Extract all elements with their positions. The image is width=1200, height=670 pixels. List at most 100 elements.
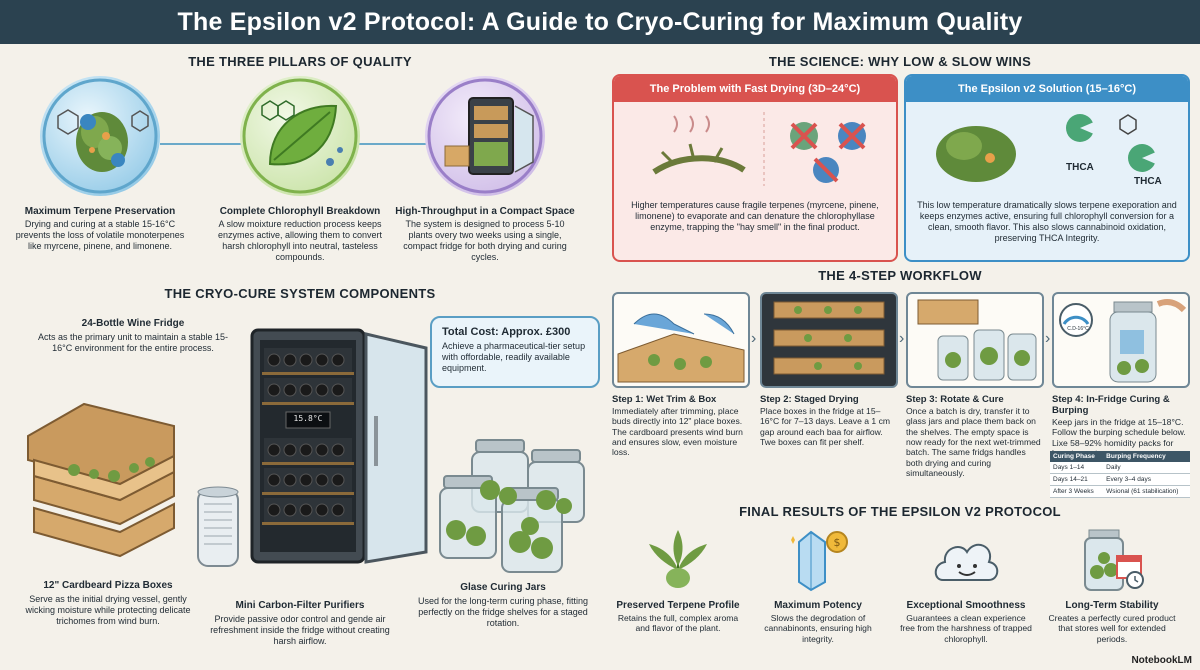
- table-cell: Days 14–21: [1050, 473, 1104, 486]
- solution-panel: The Epsilon v2 Solution (15–16°C) THCA T…: [904, 74, 1190, 262]
- workflow-step-4: C.D-16°C Step 4: In-Fridge Curing & Burp…: [1052, 292, 1190, 458]
- crystal-coin-icon: $: [783, 526, 853, 594]
- table-header: Burping Frequency: [1103, 451, 1190, 462]
- step-title: Step 3: Rotate & Cure: [906, 394, 1004, 405]
- fridge-title: 24-Bottle Wine Fridge: [81, 318, 185, 329]
- pizza-boxes-illustration: [24, 396, 184, 576]
- step-text: Once a batch is dry, transfer it to glas…: [906, 406, 1041, 478]
- table-cell: Wsional (61 stabilication): [1103, 485, 1190, 498]
- problem-illustration: [652, 112, 866, 186]
- step-title: Step 4: In-Fridge Curing & Burping: [1052, 394, 1170, 416]
- table-header-row: Curing Phase Burping Frequency: [1050, 451, 1190, 462]
- pillar-title: Complete Chlorophyll Breakdown: [219, 206, 381, 217]
- problem-title: The Problem with Fast Drying (3D–24°C): [649, 83, 861, 95]
- thca-label-2: THCA: [1134, 176, 1162, 187]
- fridge-card: 24-Bottle Wine Fridge Acts as the primar…: [28, 318, 238, 354]
- step-title: Step 2: Staged Drying: [760, 394, 859, 405]
- cannabis-leaf-icon: [643, 526, 713, 594]
- result-text: Creates a perfectly cured product that s…: [1048, 613, 1176, 644]
- pillar-terpene: Maximum Terpene Preservation Drying and …: [10, 76, 190, 252]
- step-3-image: [906, 292, 1044, 388]
- step-4-image: C.D-16°C: [1052, 292, 1190, 388]
- step-1-image: [612, 292, 750, 388]
- pillars-heading: THE THREE PILLARS OF QUALITY: [188, 54, 412, 69]
- pillar-text: Drying and curing at a stable 15-16°C pr…: [15, 219, 185, 251]
- pillar-title: High-Throughput in a Compact Space: [395, 206, 575, 217]
- purifier-title: Mini Carbon-Filter Purifiers: [235, 600, 365, 611]
- result-stability: Long-Term Stability Creates a perfectly …: [1046, 526, 1178, 644]
- cost-box: Total Cost: Approx. £300 Achieve a pharm…: [430, 316, 600, 388]
- pillar-throughput: High-Throughput in a Compact Space The s…: [395, 76, 575, 263]
- step-text: Immediately after trimming, place buds d…: [612, 406, 743, 458]
- leaf-molecule-icon: [240, 76, 360, 196]
- workflow-step-2: Step 2: Staged Drying Place boxes in the…: [760, 292, 898, 447]
- result-title: Exceptional Smoothness: [906, 600, 1026, 611]
- step-text: Place boxes in the fridge at 15–16°C for…: [760, 406, 891, 447]
- table-row: Days 1–14 Daily: [1050, 462, 1190, 474]
- table-cell: Every 3–4 days: [1103, 473, 1190, 486]
- result-potency: $ Maximum Potency Slows the degrodation …: [752, 526, 884, 644]
- glass-jars-illustration: [436, 430, 596, 580]
- step-arrow-icon: ›: [1045, 330, 1051, 347]
- purifier-illustration: [196, 484, 240, 568]
- table-cell: After 3 Weeks: [1050, 485, 1104, 498]
- problem-text: Higher temperatures cause fragile terpen…: [631, 200, 879, 232]
- components-heading: THE CRYO-CURE SYSTEM COMPONENTS: [164, 286, 436, 301]
- table-cell: Daily: [1103, 462, 1190, 474]
- boxes-text: Serve as the initial drying vessel, gent…: [25, 594, 191, 627]
- solution-illustration: [936, 114, 1156, 182]
- boxes-title: 12" Cardbeard Pizza Boxes: [43, 580, 173, 591]
- jars-title: Glase Curing Jars: [460, 582, 546, 593]
- cost-text: Achieve a pharmaceutical-tier setup with…: [442, 341, 586, 373]
- purifier-card: Mini Carbon-Filter Purifiers Provide pas…: [210, 600, 390, 647]
- solution-text: This low temperature dramatically slows …: [917, 200, 1177, 243]
- fridge-icon: [425, 76, 545, 196]
- table-cell: Days 1–14: [1050, 462, 1104, 474]
- page-title: The Epsilon v2 Protocol: A Guide to Cryo…: [0, 0, 1200, 44]
- workflow-step-3: Step 3: Rotate & Cure Once a batch is dr…: [906, 292, 1044, 478]
- step-arrow-icon: ›: [899, 330, 905, 347]
- wine-fridge-illustration: 15.8°C: [250, 326, 430, 566]
- solution-title: The Epsilon v2 Solution (15–16°C): [958, 83, 1136, 95]
- result-text: Retains the full, complex aroma and flav…: [617, 613, 739, 634]
- burping-schedule-table: Curing Phase Burping Frequency Days 1–14…: [1050, 451, 1190, 498]
- jar-calendar-icon: [1077, 526, 1147, 594]
- result-smoothness: Exceptional Smoothness Guarantees a clea…: [900, 526, 1032, 644]
- brand-logo: NotebookLM: [1131, 655, 1192, 666]
- fridge-temp-display: 15.8°C: [293, 414, 323, 423]
- pillar-title: Maximum Terpene Preservation: [24, 206, 176, 217]
- problem-panel: The Problem with Fast Drying (3D–24°C) H…: [612, 74, 898, 262]
- result-terpene: Preserved Terpene Profile Retains the fu…: [612, 526, 744, 634]
- result-title: Maximum Potency: [774, 600, 862, 611]
- jars-card: Glase Curing Jars Used for the long-term…: [408, 582, 598, 629]
- terpene-bud-icon: [40, 76, 160, 196]
- cost-title: Total Cost: Approx. £300: [442, 326, 571, 338]
- table-row: Days 14–21 Every 3–4 days: [1050, 473, 1190, 486]
- thca-label-1: THCA: [1066, 162, 1094, 173]
- results-heading: FINAL RESULTS OF THE EPSILON V2 PROTOCOL: [739, 504, 1061, 519]
- pillar-chlorophyll: Complete Chlorophyll Breakdown A slow mo…: [210, 76, 390, 263]
- purifier-text: Provide passive odor control and gende a…: [210, 614, 390, 647]
- smiling-cloud-icon: [931, 526, 1001, 594]
- table-row: After 3 Weeks Wsional (61 stabilication): [1050, 485, 1190, 498]
- workflow-step-1: Step 1: Wet Trim & Box Immediately after…: [612, 292, 750, 458]
- boxes-card: 12" Cardbeard Pizza Boxes Serve as the i…: [18, 580, 198, 627]
- result-text: Slows the degrodation of cannabinonts, e…: [764, 613, 872, 644]
- result-text: Guarantees a clean experience free from …: [900, 613, 1032, 644]
- pillar-text: The system is designed to process 5-10 p…: [403, 219, 567, 262]
- result-title: Preserved Terpene Profile: [616, 600, 740, 611]
- workflow-heading: THE 4-STEP WORKFLOW: [818, 268, 982, 283]
- step-2-image: [760, 292, 898, 388]
- science-heading: THE SCIENCE: WHY LOW & SLOW WINS: [768, 54, 1032, 69]
- result-title: Long-Term Stability: [1065, 600, 1159, 611]
- svg-text:$: $: [834, 536, 841, 549]
- gauge-label: C.D-16°C: [1067, 326, 1089, 332]
- step-title: Step 1: Wet Trim & Box: [612, 394, 717, 405]
- problem-header: The Problem with Fast Drying (3D–24°C): [614, 76, 896, 102]
- jars-text: Used for the long-term curing phase, fit…: [417, 596, 589, 629]
- table-header: Curing Phase: [1050, 451, 1104, 462]
- fridge-text: Acts as the primary unit to maintain a s…: [37, 332, 229, 354]
- step-arrow-icon: ›: [751, 330, 757, 347]
- pillar-text: A slow moixture reduction process keeps …: [217, 219, 383, 262]
- solution-header: The Epsilon v2 Solution (15–16°C): [906, 76, 1188, 102]
